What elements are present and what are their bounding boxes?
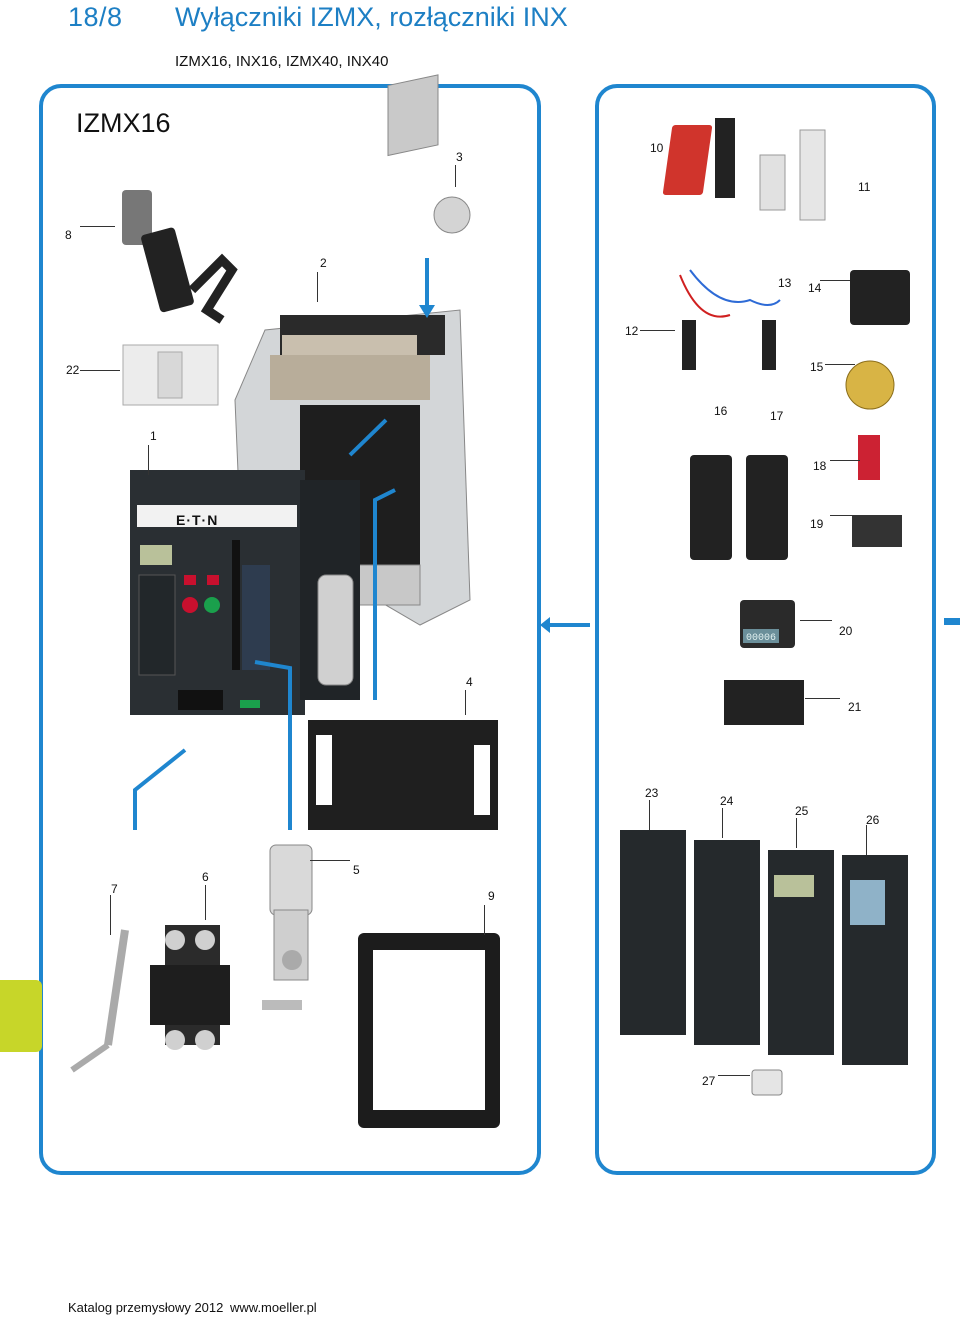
- callout-line-25: [796, 818, 797, 848]
- callout-7: 7: [111, 882, 118, 896]
- callout-15: 15: [810, 360, 824, 374]
- breaker-front-image: [130, 470, 360, 715]
- terminal-block-image: [724, 680, 804, 725]
- auxiliary-contacts-image: [759, 129, 826, 221]
- edge-marker: [944, 618, 960, 625]
- right-panel-frame: [595, 84, 936, 1175]
- footer-catalog: Katalog przemysłowy 2012: [68, 1300, 224, 1315]
- callout-11: 11: [858, 180, 871, 194]
- callout-8: 8: [65, 228, 72, 242]
- trip-unit-module-image: [662, 118, 735, 198]
- key-lock-image: [845, 360, 895, 410]
- callout-4: 4: [466, 675, 473, 689]
- battery-image: [751, 1069, 783, 1096]
- callout-line-14: [820, 280, 850, 281]
- callout-line-19: [830, 515, 855, 516]
- callout-9: 9: [488, 889, 495, 903]
- callout-17: 17: [770, 409, 784, 423]
- model-label: IZMX16: [76, 108, 171, 138]
- footer-website[interactable]: www.moeller.pl: [230, 1300, 317, 1315]
- brand-logo: E·T·N: [176, 512, 219, 528]
- left-panel-frame: [39, 84, 541, 1175]
- callout-26: 26: [866, 813, 880, 827]
- terminal-connector-image: [122, 190, 238, 324]
- callout-line-9: [484, 905, 485, 935]
- callout-line-2: [317, 272, 318, 302]
- callout-line-27: [718, 1075, 750, 1076]
- callout-line-3: [455, 165, 456, 187]
- bracket-image: [387, 74, 471, 234]
- callout-line-21: [805, 698, 840, 699]
- callout-22: 22: [66, 363, 80, 377]
- assembly-arrows: [133, 258, 590, 830]
- callout-line-7: [110, 895, 111, 935]
- callout-14: 14: [808, 281, 822, 295]
- callout-line-4: [465, 690, 466, 715]
- callout-line-23: [649, 800, 650, 830]
- callout-line-1: [148, 445, 149, 475]
- callout-6: 6: [202, 870, 209, 884]
- red-contact-image: [858, 435, 880, 480]
- callout-23: 23: [645, 786, 659, 800]
- callout-line-15: [825, 364, 855, 365]
- interphase-barrier-image: [308, 720, 498, 830]
- section-tab: [0, 980, 42, 1052]
- motor-operator-image: [262, 844, 313, 1010]
- callout-line-12: [640, 330, 675, 331]
- callout-line-18: [830, 460, 860, 461]
- shutter-image: [122, 344, 219, 406]
- callout-line-6: [205, 885, 206, 920]
- callout-line-26: [866, 825, 867, 855]
- door-frame-image: [358, 933, 500, 1128]
- callout-18: 18: [813, 459, 827, 473]
- callout-line-5: [310, 860, 350, 861]
- trip-units-image: [620, 830, 908, 1065]
- callout-1: 1: [150, 429, 157, 443]
- counter-value: 00006: [746, 633, 776, 644]
- callout-10: 10: [650, 141, 664, 155]
- wired-contacts-image: [679, 269, 781, 370]
- callout-12: 12: [625, 324, 639, 338]
- undervoltage-release-image: [850, 270, 910, 325]
- page-title: Wyłączniki IZMX, rozłączniki INX: [175, 2, 568, 32]
- callout-16: 16: [714, 404, 728, 418]
- callout-line-22: [80, 370, 120, 371]
- operation-counter-image: 00006: [740, 600, 795, 648]
- callout-2: 2: [320, 256, 327, 270]
- callout-5: 5: [353, 863, 360, 877]
- mechanical-interlock-image: [150, 925, 230, 1050]
- callout-line-24: [722, 808, 723, 838]
- callout-20: 20: [839, 624, 853, 638]
- callout-24: 24: [720, 794, 734, 808]
- callout-25: 25: [795, 804, 809, 818]
- page-subtitle: IZMX16, INX16, IZMX40, INX40: [175, 53, 389, 70]
- callout-3: 3: [456, 150, 463, 164]
- shunt-release-image: [690, 455, 788, 560]
- page-number: 18/8: [68, 2, 123, 32]
- callout-line-20: [800, 620, 832, 621]
- callout-19: 19: [810, 517, 824, 531]
- callout-27: 27: [702, 1074, 716, 1088]
- callout-line-8: [80, 226, 115, 227]
- callout-21: 21: [848, 700, 862, 714]
- callout-13: 13: [778, 276, 792, 290]
- spring-contacts-image: [852, 515, 902, 547]
- racking-handle-image: [70, 929, 129, 1073]
